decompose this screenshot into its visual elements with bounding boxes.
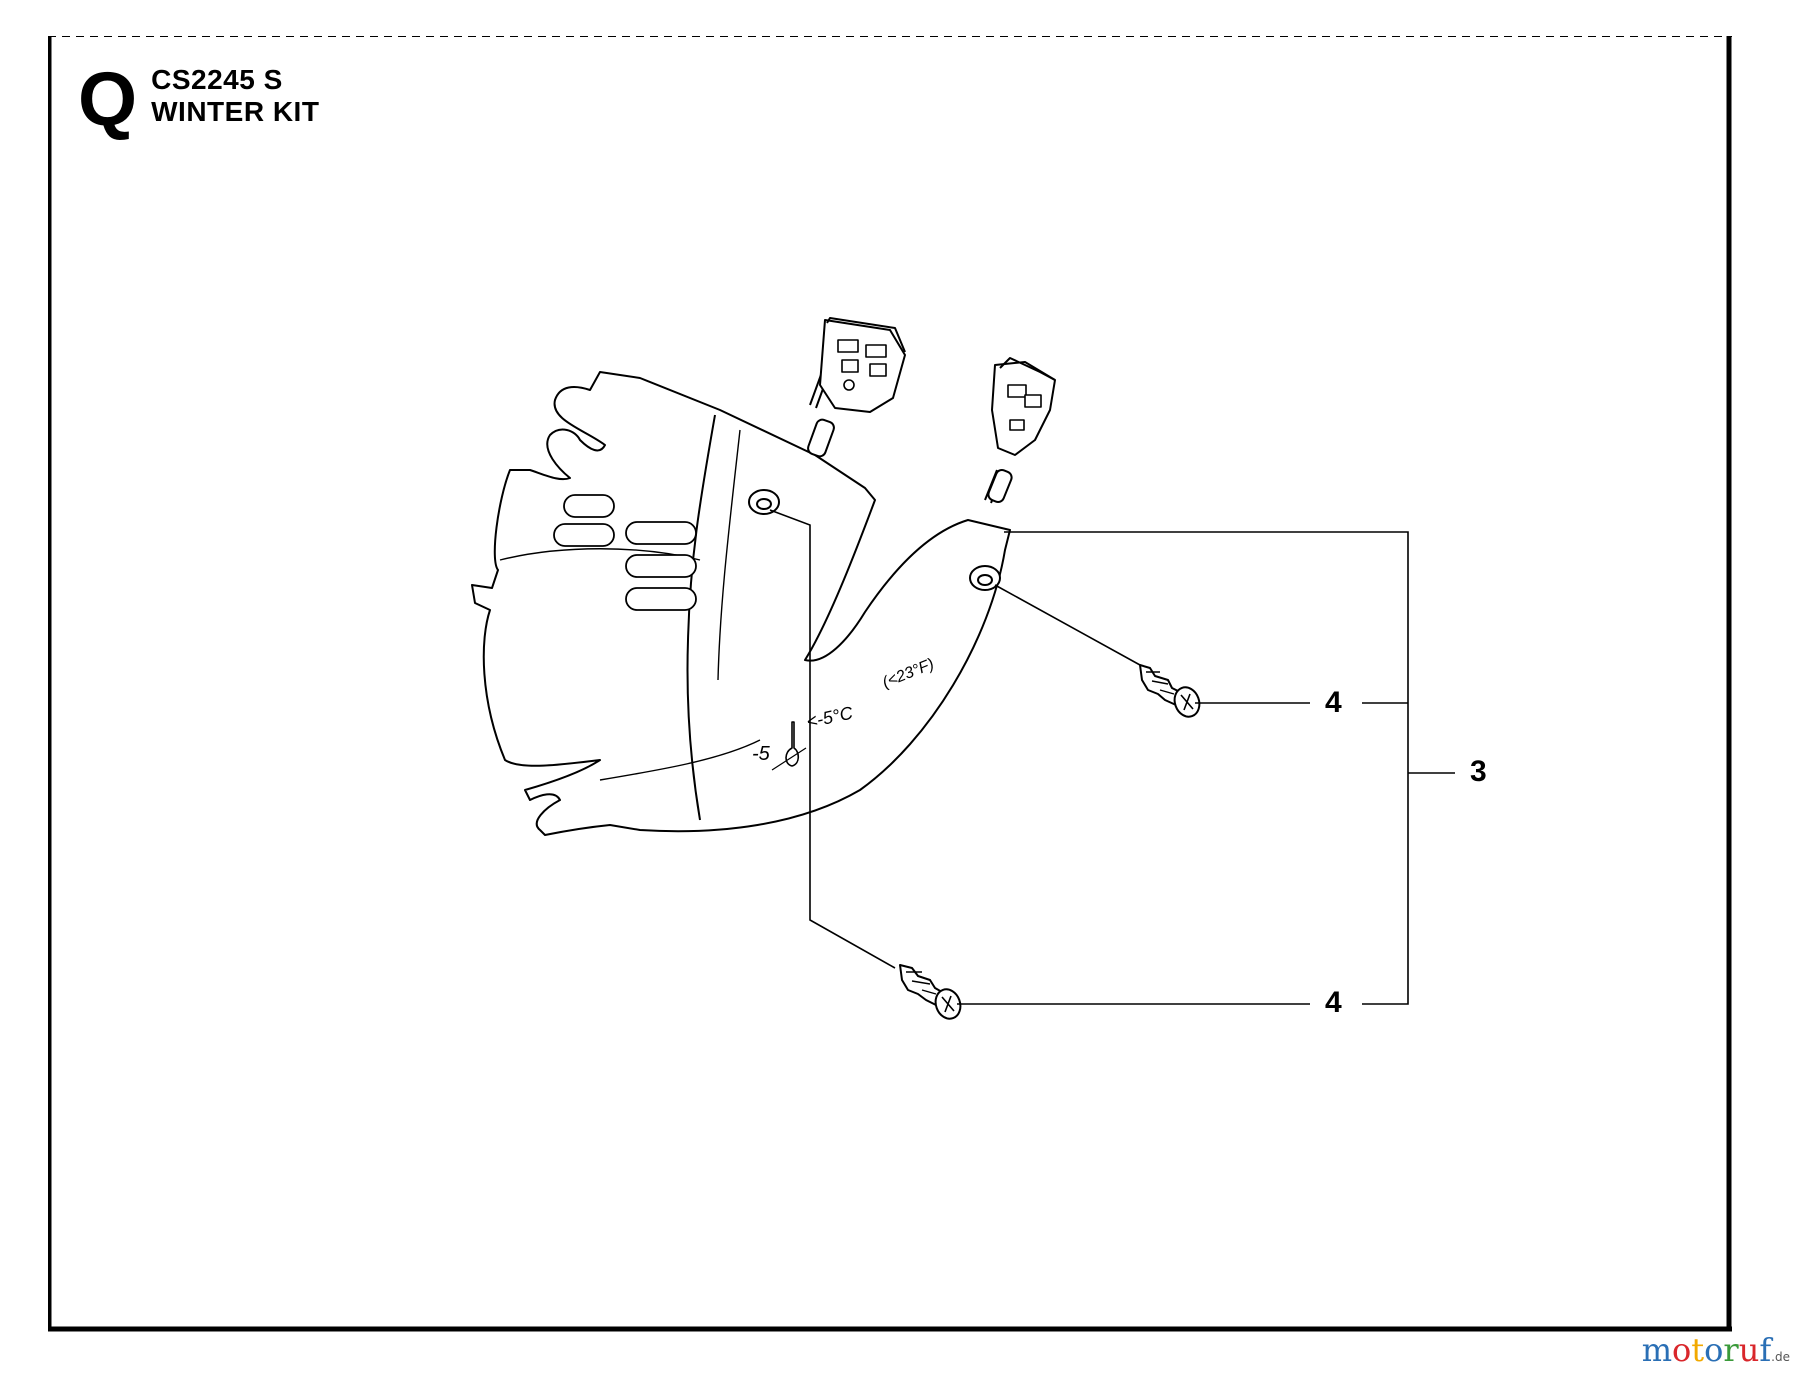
lower-screw [899, 964, 962, 1020]
cover-temp-left: -5 [752, 743, 771, 765]
watermark-logo: motoruf.de [1642, 1331, 1790, 1369]
left-connector [807, 317, 906, 458]
leader-screw-upper-hole [994, 584, 1141, 666]
diagram-header: Q CS2245 S WINTER KIT [78, 62, 319, 138]
leader-screw-lower-hole [769, 509, 896, 969]
section-letter: Q [78, 57, 138, 142]
leader-assembly-bracket [1004, 531, 1409, 1005]
watermark-letter: r [1723, 1331, 1739, 1369]
leader-lines [769, 509, 1455, 1005]
watermark-letter: t [1691, 1331, 1705, 1369]
callout-screw-lower: 4 [1325, 986, 1342, 1019]
upper-screw [1139, 664, 1201, 718]
watermark-letter: m [1641, 1331, 1673, 1369]
watermark-letter: f [1759, 1331, 1772, 1369]
kit-name: WINTER KIT [151, 96, 320, 127]
model-number: CS2245 S [151, 64, 283, 95]
frame-border [48, 36, 1732, 1332]
diagram-frame [48, 36, 1732, 1332]
watermark-letter: o [1672, 1331, 1692, 1369]
watermark-letters: motoruf [1642, 1331, 1771, 1369]
watermark-letter: o [1704, 1331, 1724, 1369]
right-connector [984, 357, 1056, 504]
watermark-letter: u [1738, 1331, 1760, 1369]
title-block: CS2245 S WINTER KIT [151, 62, 319, 128]
winter-cover-plate [471, 371, 1011, 836]
callout-screw-upper: 4 [1325, 686, 1342, 719]
callout-assembly: 3 [1470, 755, 1487, 788]
watermark-domain: .de [1771, 1350, 1790, 1364]
